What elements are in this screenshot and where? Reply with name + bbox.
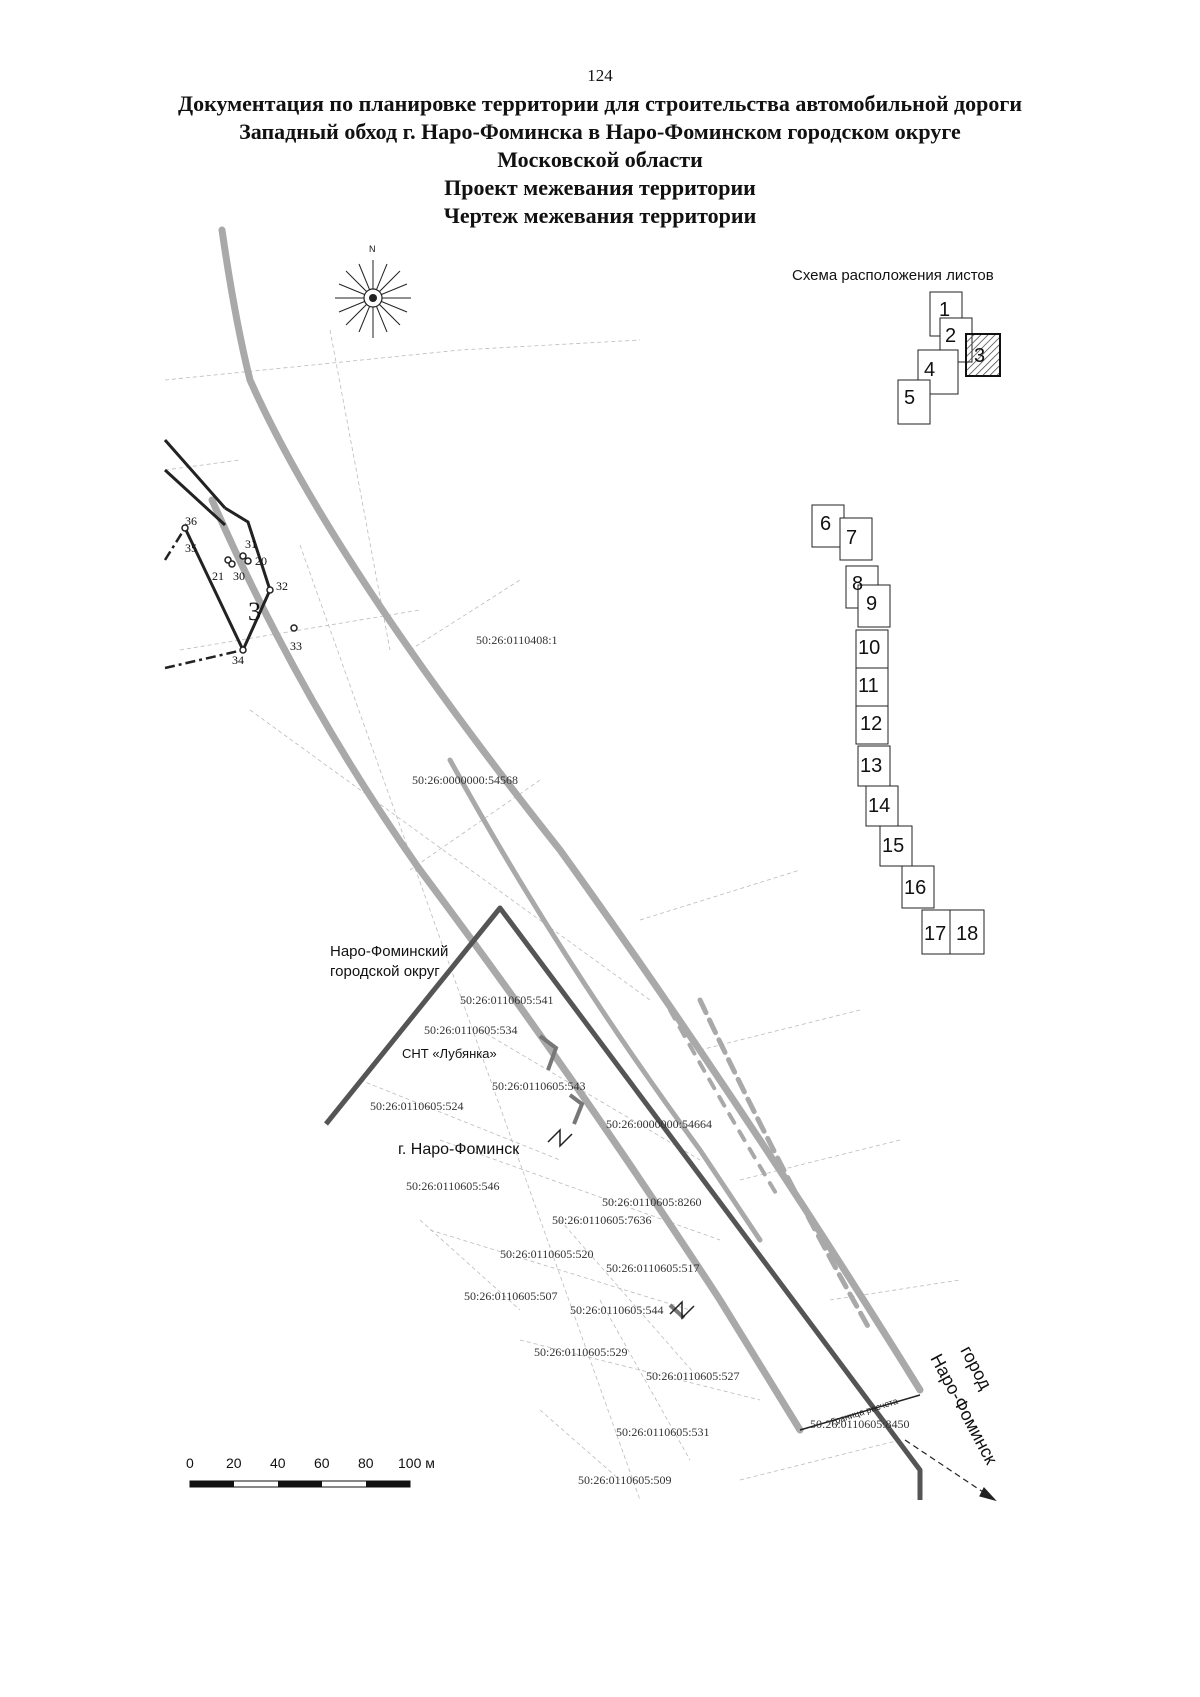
- district-label-2: городской округ: [330, 963, 440, 980]
- parcel-labels: 50:26:0110408:1 50:26:0000000:54568 50:2…: [370, 633, 910, 1487]
- document-title: Документация по планировке территории дл…: [0, 90, 1200, 230]
- parcel-label: 50:26:0110605:534: [424, 1023, 518, 1037]
- parcel-label: 50:26:0110605:529: [534, 1345, 628, 1359]
- sheet-11: 11: [858, 675, 879, 697]
- zone-3-boundary: [163, 439, 272, 670]
- parcel-label: 50:26:0110605:509: [578, 1473, 672, 1487]
- parcel-label: 50:26:0110408:1: [476, 633, 558, 647]
- zone-number: 3: [248, 597, 261, 626]
- parcel-label: 50:26:0110605:517: [606, 1261, 700, 1275]
- sheet-5: 5: [904, 387, 915, 409]
- sheet-15: 15: [882, 835, 904, 857]
- parcel-label: 50:26:0110605:520: [500, 1247, 594, 1261]
- sheet-scheme: Схема расположения листов 1 2 3: [792, 267, 1001, 955]
- scale-tick-60: 60: [314, 1455, 330, 1471]
- parcel-label: 50:26:0000000:54568: [412, 773, 518, 787]
- point-32: 32: [276, 579, 288, 593]
- title-line-3: Московской области: [497, 147, 703, 172]
- municipal-boundary: [324, 905, 923, 1500]
- point-33: 33: [290, 639, 302, 653]
- parcel-label: 50:26:0110605:543: [492, 1079, 586, 1093]
- point-numbers: 35 36 21 30 31 20 32 33 34 3: [185, 514, 302, 667]
- parcel-label: 50:26:0110605:541: [460, 993, 554, 1007]
- point-31: 31: [245, 537, 257, 551]
- title-line-2: Западный обход г. Наро-Фоминска в Наро-Ф…: [239, 119, 961, 144]
- parcel-label: 50:26:0110605:8450: [810, 1417, 910, 1431]
- sheet-3: 3: [974, 345, 985, 367]
- sheet-10: 10: [858, 637, 880, 659]
- parcel-label: 50:26:0000000:54664: [606, 1117, 712, 1131]
- sheet-13: 13: [860, 755, 882, 777]
- break-marks: [547, 1128, 695, 1320]
- point-30: 30: [233, 569, 245, 583]
- point-34: 34: [232, 653, 244, 667]
- point-21: 21: [212, 569, 224, 583]
- direction-label-1: Наро-Фоминск: [926, 1350, 1001, 1467]
- sheet-scheme-title: Схема расположения листов: [792, 267, 994, 284]
- calc-boundary-line: [799, 1394, 921, 1431]
- scale-tick-20: 20: [226, 1455, 242, 1471]
- parcel-label: 50:26:0110605:524: [370, 1099, 464, 1113]
- scale-tick-80: 80: [358, 1455, 374, 1471]
- parcel-label: 50:26:0110605:531: [616, 1425, 710, 1439]
- parcel-label: 50:26:0110605:8260: [602, 1195, 702, 1209]
- parcel-label: 50:26:0110605:507: [464, 1289, 558, 1303]
- direction-arrow: [904, 1439, 997, 1502]
- snt-label: СНТ «Лубянка»: [402, 1046, 497, 1061]
- sheet-9: 9: [866, 593, 877, 615]
- point-20: 20: [255, 554, 267, 568]
- scale-tick-0: 0: [186, 1455, 194, 1471]
- sheet-18: 18: [956, 923, 978, 945]
- sheet-8: 8: [852, 573, 863, 595]
- point-36: 36: [185, 514, 197, 528]
- place-labels: Наро-Фоминский городской округ СНТ «Лубя…: [330, 943, 520, 1158]
- scale-bar: 0 20 40 60 80 100 м: [186, 1455, 435, 1488]
- current-sheet-highlight: [965, 333, 1001, 377]
- sheet-16: 16: [904, 877, 926, 899]
- title-line-1: Документация по планировке территории дл…: [177, 91, 1023, 116]
- title-line-4: Проект межевания территории: [444, 175, 756, 200]
- scale-tick-100: 100 м: [398, 1455, 435, 1471]
- town-label: г. Наро-Фоминск: [398, 1141, 520, 1158]
- sheet-14: 14: [868, 795, 890, 817]
- road-corridor: [208, 226, 924, 1434]
- sheet-2: 2: [945, 325, 956, 347]
- parcel-label: 50:26:0110605:527: [646, 1369, 740, 1383]
- sheet-7: 7: [846, 527, 857, 549]
- parcel-label: 50:26:0110605:7636: [552, 1213, 652, 1227]
- parcel-label: 50:26:0110605:544: [570, 1303, 664, 1317]
- sheet-6: 6: [820, 513, 831, 535]
- district-label-1: Наро-Фоминский: [330, 943, 448, 960]
- compass-rose: N: [335, 244, 411, 338]
- north-label: N: [369, 244, 376, 254]
- title-line-5: Чертеж межевания территории: [443, 203, 757, 228]
- sheet-4: 4: [924, 359, 935, 381]
- sheet-1: 1: [939, 299, 950, 321]
- sheet-17: 17: [924, 923, 946, 945]
- scale-tick-40: 40: [270, 1455, 286, 1471]
- sheet-12: 12: [860, 713, 882, 735]
- boundary-points: [181, 524, 298, 654]
- point-35: 35: [185, 541, 197, 555]
- page-number: 124: [587, 66, 613, 85]
- parcel-label: 50:26:0110605:546: [406, 1179, 500, 1193]
